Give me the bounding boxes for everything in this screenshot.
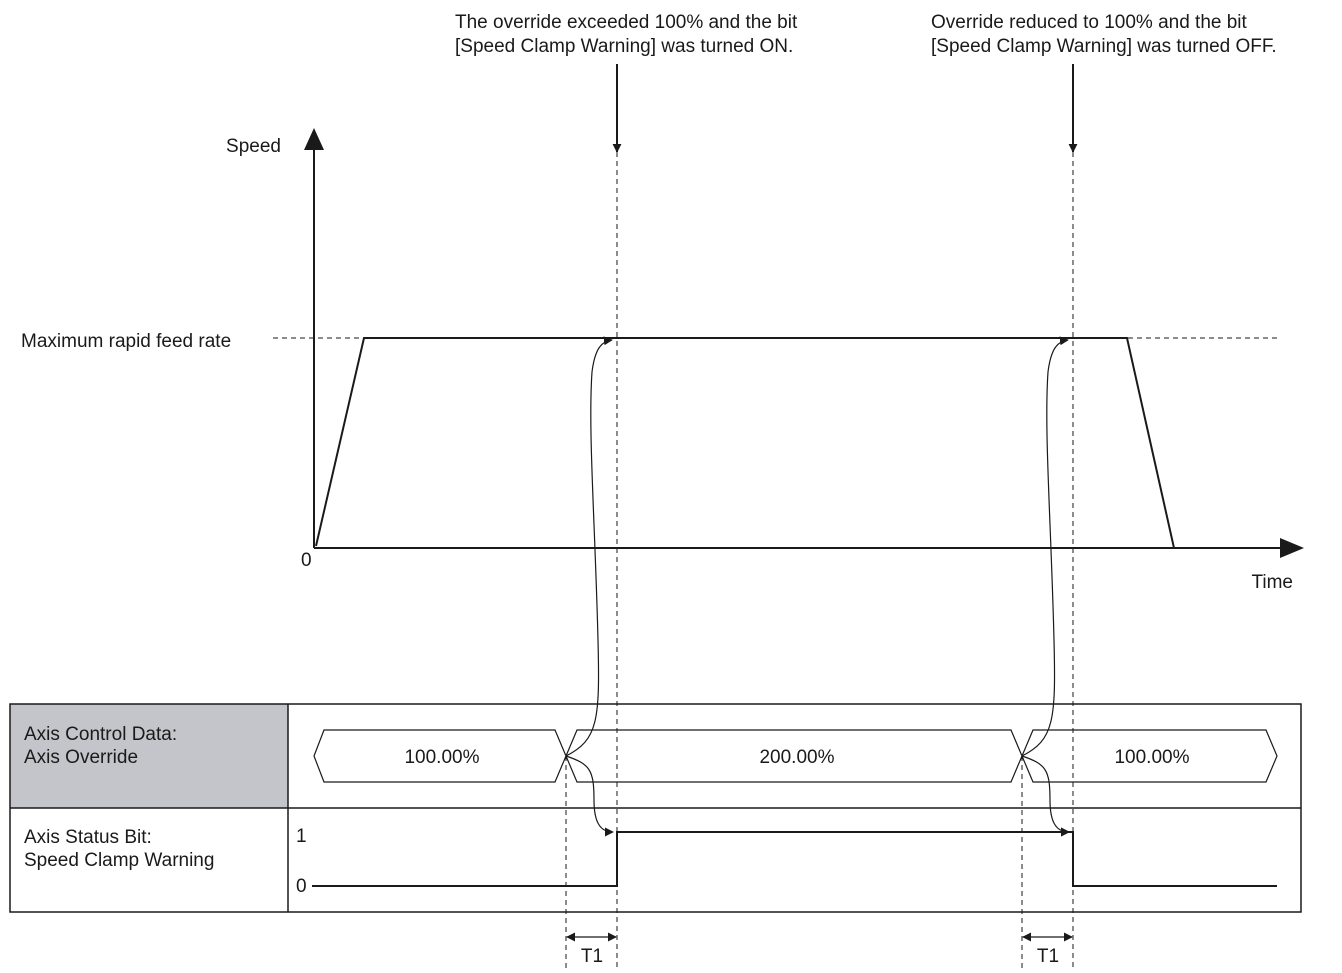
annotation-on-line2: [Speed Clamp Warning] was turned ON. <box>455 36 793 57</box>
x-axis-label: Time <box>1251 572 1293 593</box>
origin-label: 0 <box>301 550 312 571</box>
override-value-segment-3 <box>1021 729 1278 783</box>
override-to-speed-arrow-on <box>565 336 613 757</box>
speed-clamp-warning-waveform <box>312 831 1277 887</box>
x-axis-arrowhead <box>1280 538 1304 558</box>
override-value-3: 100.00% <box>1114 747 1189 768</box>
y-axis-label: Speed <box>226 136 281 157</box>
override-to-speed-arrow-off <box>1021 336 1069 757</box>
speed-profile <box>315 337 1175 549</box>
y-axis-arrowhead <box>304 128 324 150</box>
override-to-warning-arrow-off <box>1021 755 1070 837</box>
timing-table: Axis Control Data: Axis Override Axis St… <box>9 703 1302 913</box>
override-value-1: 100.00% <box>404 747 479 768</box>
delay-label-2: T1 <box>1037 946 1059 967</box>
level-low-label: 0 <box>296 876 307 897</box>
override-to-warning-arrow-on <box>565 755 614 837</box>
annotation-off-line2: [Speed Clamp Warning] was turned OFF. <box>931 36 1277 57</box>
override-label-line2: Axis Override <box>24 747 138 768</box>
override-value-2: 200.00% <box>759 747 834 768</box>
delay-label-1: T1 <box>581 946 603 967</box>
override-label-line1: Axis Control Data: <box>24 724 177 745</box>
annotation-on-line1: The override exceeded 100% and the bit <box>455 12 798 33</box>
level-high-label: 1 <box>296 826 307 847</box>
max-rate-label: Maximum rapid feed rate <box>21 331 231 352</box>
override-label-cell <box>10 704 288 808</box>
timing-guides <box>565 152 1074 970</box>
speed-chart: Speed Time 0 Maximum rapid feed rate <box>21 128 1304 593</box>
status-label-line2: Speed Clamp Warning <box>24 850 214 871</box>
annotation-on: The override exceeded 100% and the bit [… <box>455 12 798 153</box>
annotation-off: Override reduced to 100% and the bit [Sp… <box>931 12 1277 153</box>
causal-arrows <box>565 336 1070 837</box>
annotation-off-line1: Override reduced to 100% and the bit <box>931 12 1248 33</box>
delay-indicators: T1 T1 <box>566 932 1073 967</box>
status-label-line1: Axis Status Bit: <box>24 827 152 848</box>
